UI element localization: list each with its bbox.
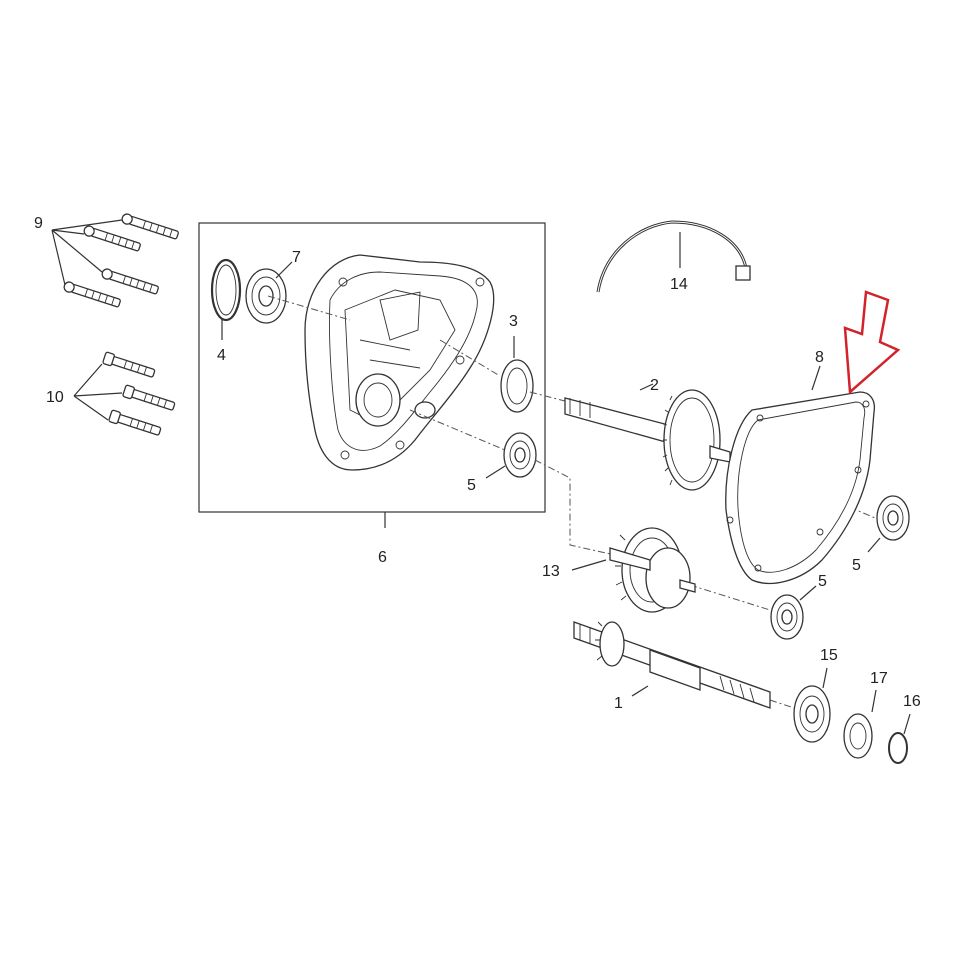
highlight-arrow (843, 290, 901, 395)
seal-17 (843, 689, 877, 759)
label-part-16: 16 (903, 693, 921, 710)
label-part-2: 2 (650, 377, 659, 394)
label-part-15: 15 (820, 647, 838, 664)
axis-line-bearing (689, 584, 771, 611)
gear-housing-6 (304, 254, 495, 471)
label-part-5c: 5 (818, 573, 827, 590)
label-part-6: 6 (378, 549, 387, 566)
gasket-8 (725, 365, 876, 585)
label-part-10: 10 (46, 389, 64, 406)
gear-13 (571, 527, 696, 613)
cable-14 (596, 220, 751, 293)
bearing-15 (793, 667, 831, 743)
label-part-14: 14 (670, 276, 688, 293)
label-part-17: 17 (870, 670, 888, 687)
label-part-8: 8 (815, 349, 824, 366)
bearing-7 (245, 261, 293, 324)
housing-group-frame (198, 222, 546, 513)
label-part-13: 13 (542, 563, 560, 580)
bearing-5-middle (770, 585, 817, 640)
gear-shaft-2 (564, 383, 731, 491)
label-part-3: 3 (509, 313, 518, 330)
label-part-4: 4 (217, 347, 226, 364)
bolts-9 (51, 213, 179, 308)
bearing-5-housing (485, 432, 537, 479)
label-part-5a: 5 (467, 477, 476, 494)
label-part-9: 9 (34, 215, 43, 232)
drive-shaft-1 (573, 621, 771, 709)
oil-seal-3 (500, 336, 534, 413)
bearing-5-right (867, 495, 910, 553)
axis-line-lower (409, 409, 616, 556)
bolts-10 (73, 351, 176, 436)
circlip-16 (888, 713, 911, 764)
label-part-7: 7 (292, 249, 301, 266)
label-part-5b: 5 (852, 557, 861, 574)
label-part-1: 1 (614, 695, 623, 712)
circlip-4 (210, 258, 242, 340)
